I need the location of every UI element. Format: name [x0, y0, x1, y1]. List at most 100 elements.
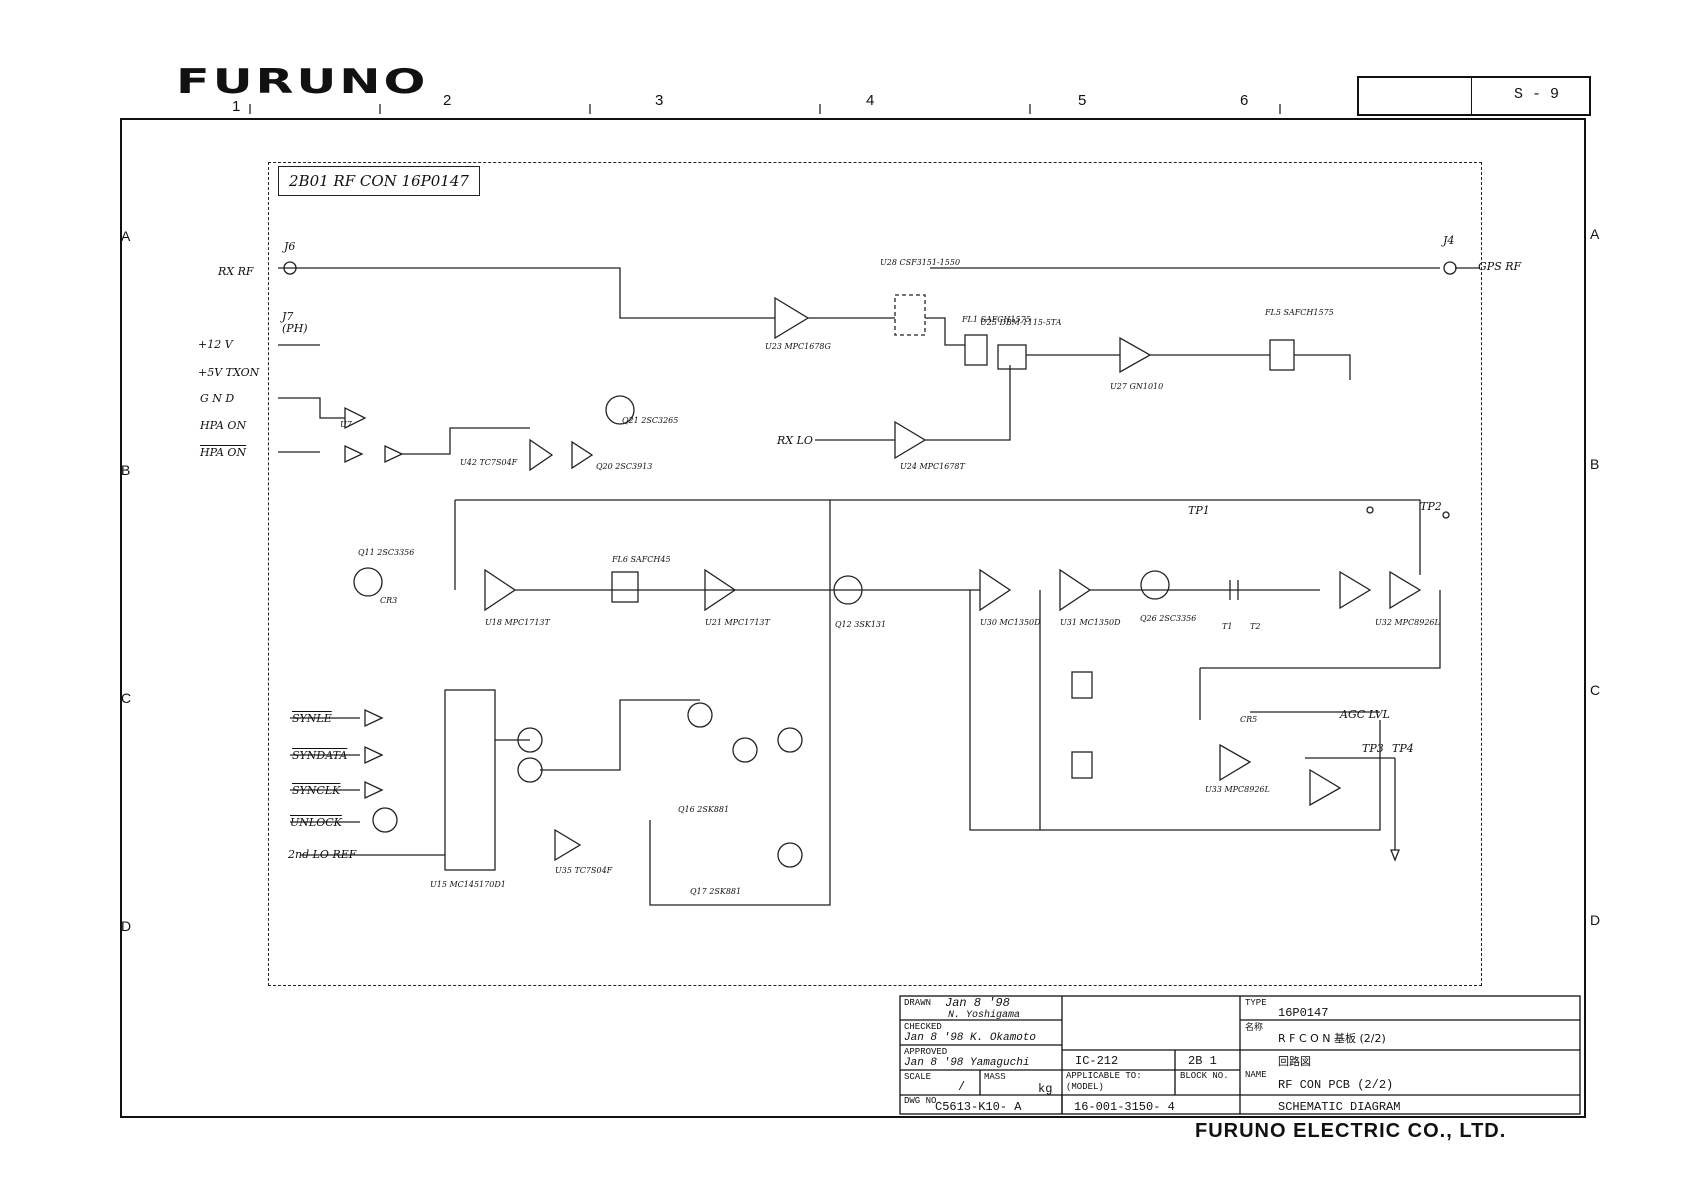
col-5: 5	[1078, 92, 1087, 109]
syndata-label: SYNDATA	[292, 749, 348, 762]
approved-by: Jan 8 '98 Yamaguchi	[904, 1057, 1030, 1069]
u30-label: U30 MC1350D	[980, 618, 1041, 627]
type-value: 16P0147	[1278, 1006, 1329, 1020]
rx-lo-label: RX LO	[777, 434, 813, 447]
fl6-label: FL6 SAFCH45	[612, 555, 671, 564]
name-jp-caption: 名称	[1245, 1023, 1264, 1033]
t2-label: T2	[1250, 622, 1261, 631]
q17-label: Q17 2SK881	[690, 887, 742, 896]
q16-label: Q16 2SK881	[678, 805, 730, 814]
model-caption: (MODEL)	[1066, 1082, 1104, 1092]
q11-label: Q11 2SC3356	[358, 548, 415, 557]
row-d-left: D	[121, 918, 132, 934]
tp3-label: TP3	[1362, 742, 1384, 755]
row-c-right: C	[1590, 682, 1601, 698]
fl5-label: FL5 SAFCH1575	[1265, 308, 1334, 317]
scale-value: /	[958, 1080, 966, 1094]
drawn-by: N. Yoshigama	[948, 1010, 1021, 1021]
dwg-number: C5613-K10- A	[935, 1100, 1022, 1114]
u33-label: U33 MPC8926L	[1205, 785, 1270, 794]
board-label: 2B01 RF CON 16P0147	[278, 166, 480, 196]
row-a-left: A	[121, 228, 131, 244]
col-4: 4	[866, 92, 875, 109]
block-caption: BLOCK NO.	[1180, 1071, 1229, 1081]
t1-label: T1	[1222, 622, 1233, 631]
col-6: 6	[1240, 92, 1249, 109]
synclk-label: SYNCLK	[292, 784, 341, 797]
second-lo-label: 2nd LO REF	[288, 848, 357, 861]
dwg-caption: DWG NO.	[904, 1096, 942, 1106]
u18-label: U18 MPC1713T	[485, 618, 550, 627]
block-value: 2B 1	[1188, 1054, 1217, 1068]
name-jp-1: R F C O N 基板 (2/2)	[1278, 1032, 1386, 1045]
u15-label: U15 MC145170D1	[430, 880, 506, 889]
row-a-right: A	[1590, 226, 1600, 242]
drawn-caption: DRAWN	[904, 998, 932, 1008]
u21-label: U21 MPC1713T	[705, 618, 770, 627]
hpa-on-n-label: HPA ON	[200, 446, 247, 459]
applicable-caption: APPLICABLE TO:	[1066, 1071, 1142, 1081]
sheet-number-box: S - 9	[1357, 76, 1591, 116]
brand-logo: FURUNO	[176, 62, 429, 102]
model-value: IC-212	[1075, 1054, 1119, 1068]
j7-sub-label: (PH)	[282, 322, 308, 335]
q26-label: Q26 2SC3356	[1140, 614, 1197, 623]
u32-label: U32 MPC8926L	[1375, 618, 1440, 627]
sheet-number: S - 9	[1514, 86, 1560, 103]
company-name: FURUNO ELECTRIC CO., LTD.	[1195, 1120, 1507, 1142]
rx-rf-label: RX RF	[218, 265, 254, 278]
unlock-label: UNLOCK	[290, 816, 342, 829]
u25-label: U25 DBM-1115-5TA	[980, 318, 1062, 327]
approved-caption: APPROVED	[904, 1047, 948, 1057]
name-jp-2: 回路図	[1278, 1055, 1311, 1068]
agc-lvl-label: AGC LVL	[1340, 708, 1390, 721]
checked-caption: CHECKED	[904, 1022, 942, 1032]
name-1: RF CON PCB (2/2)	[1278, 1078, 1394, 1092]
q12-label: Q12 3SK131	[835, 620, 887, 629]
u7-label: U7	[340, 420, 352, 429]
q20-label: Q20 2SC3913	[596, 462, 653, 471]
j4-label: J4	[1443, 234, 1455, 247]
dwg-number-2: 16-001-3150- 4	[1074, 1100, 1175, 1114]
j7-label: J7	[282, 310, 294, 323]
row-c-left: C	[121, 690, 132, 706]
q21-label: Q21 2SC3265	[622, 416, 679, 425]
u42-label: U42 TC7S04F	[460, 458, 518, 467]
synle-label: SYNLE	[292, 712, 332, 725]
u24-label: U24 MPC1678T	[900, 462, 965, 471]
u28-label: U28 CSF3151-1550	[880, 258, 961, 267]
hpa-on-label: HPA ON	[200, 419, 247, 432]
gps-rf-label: GPS RF	[1478, 260, 1522, 273]
checked-by: Jan 8 '98 K. Okamoto	[904, 1032, 1037, 1044]
col-1: 1	[232, 98, 241, 115]
cr3-label: CR3	[380, 596, 398, 605]
name-caption: NAME	[1245, 1070, 1267, 1080]
type-caption: TYPE	[1245, 998, 1267, 1008]
p12v-label: +12 V	[198, 338, 233, 351]
tp2-label: TP2	[1420, 500, 1442, 513]
gnd-label: G N D	[200, 392, 235, 405]
j6-label: J6	[284, 240, 296, 253]
row-b-right: B	[1590, 456, 1600, 472]
col-3: 3	[655, 92, 664, 109]
u27-label: U27 GN1010	[1110, 382, 1164, 391]
row-d-right: D	[1590, 912, 1601, 928]
scale-caption: SCALE	[904, 1072, 932, 1082]
mass-unit: kg	[1038, 1082, 1053, 1096]
name-2: SCHEMATIC DIAGRAM	[1278, 1100, 1401, 1114]
fl1-label: FL1 SAFCH1575	[962, 315, 1031, 324]
tp1-label: TP1	[1188, 504, 1210, 517]
col-2: 2	[443, 92, 452, 109]
p5v-txon-label: +5V TXON	[198, 366, 260, 379]
tp4-label: TP4	[1392, 742, 1414, 755]
mass-caption: MASS	[984, 1072, 1006, 1082]
board-outline	[268, 162, 1482, 986]
drawn-date: Jan 8 '98	[945, 996, 1010, 1010]
u31-label: U31 MC1350D	[1060, 618, 1121, 627]
drawing-frame	[120, 118, 1586, 1118]
cr5-label: CR5	[1240, 715, 1258, 724]
u23-label: U23 MPC1678G	[765, 342, 831, 351]
row-b-left: B	[121, 462, 131, 478]
